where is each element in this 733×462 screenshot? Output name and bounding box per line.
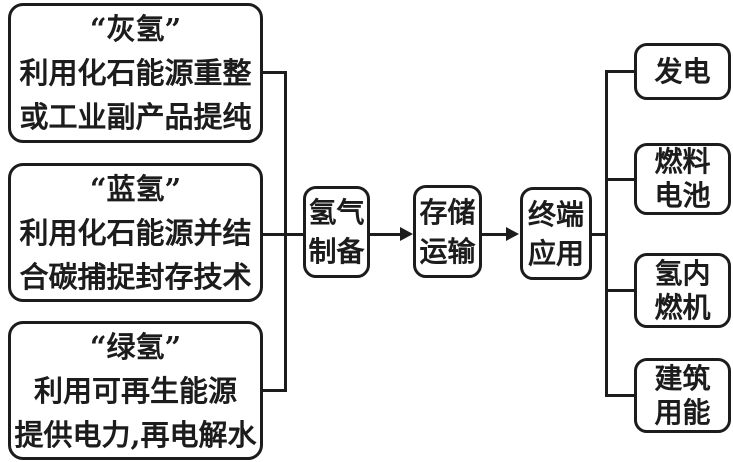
- hydrogen-production-line1: 氢气: [308, 196, 365, 229]
- arrow-production-storage-line: [368, 233, 402, 236]
- blue-hydrogen-line2: 利用化石能源并结: [19, 215, 252, 250]
- process-box-storage-transport: 存储 运输: [413, 185, 482, 278]
- building-energy-line2: 用能: [654, 395, 711, 429]
- arrow-production-storage-head: [400, 227, 413, 241]
- app-box-power-generation: 发电: [634, 43, 731, 100]
- grey-hydrogen-title: “灰氢”: [89, 12, 182, 46]
- hydrogen-production-line2: 制备: [308, 235, 365, 268]
- terminal-application-line2: 应用: [527, 236, 584, 270]
- process-box-terminal-application: 终端 应用: [520, 187, 592, 280]
- connector-power-stub: [605, 70, 636, 73]
- connector-green-stub: [261, 389, 287, 392]
- arrow-storage-terminal-line: [480, 233, 508, 236]
- app-box-hydrogen-combustion-engine: 氢内 燃机: [634, 253, 731, 328]
- blue-hydrogen-title: “蓝氢”: [89, 171, 182, 206]
- green-hydrogen-line2: 利用可再生能源: [33, 373, 237, 408]
- fuel-cell-line2: 电池: [654, 179, 711, 212]
- process-box-hydrogen-production: 氢气 制备: [303, 186, 370, 278]
- terminal-application-line1: 终端: [527, 197, 584, 231]
- power-generation-label: 发电: [654, 54, 711, 88]
- source-box-green-hydrogen: “绿氢” 利用可再生能源 提供电力,再电解水: [8, 321, 263, 460]
- storage-transport-line2: 运输: [419, 234, 476, 268]
- source-box-blue-hydrogen: “蓝氢” 利用化石能源并结 合碳捕捉封存技术: [8, 163, 263, 302]
- arrow-storage-terminal-head: [506, 227, 519, 241]
- connector-building-stub: [605, 394, 636, 397]
- connector-fuelcell-stub: [605, 178, 636, 181]
- app-box-fuel-cell: 燃料 电池: [634, 143, 731, 215]
- hydrogen-ice-line1: 氢内: [654, 256, 711, 290]
- connector-ice-stub: [605, 289, 636, 292]
- grey-hydrogen-line2: 利用化石能源重整: [19, 56, 252, 90]
- source-box-grey-hydrogen: “灰氢” 利用化石能源重整 或工业副产品提纯: [8, 3, 263, 143]
- connector-left-vertical: [284, 71, 287, 392]
- connector-right-vertical: [605, 70, 608, 397]
- blue-hydrogen-line3: 合碳捕捉封存技术: [19, 259, 252, 294]
- fuel-cell-line1: 燃料: [654, 145, 711, 178]
- storage-transport-line1: 存储: [419, 195, 476, 229]
- app-box-building-energy: 建筑 用能: [634, 358, 731, 433]
- connector-blue-to-production: [261, 233, 305, 236]
- grey-hydrogen-line3: 或工业副产品提纯: [19, 100, 252, 134]
- building-energy-line1: 建筑: [654, 361, 711, 395]
- connector-terminal-stub: [589, 233, 608, 236]
- connector-grey-stub: [261, 71, 287, 74]
- green-hydrogen-line3: 提供电力,再电解水: [14, 417, 257, 452]
- hydrogen-ice-line2: 燃机: [654, 290, 711, 324]
- green-hydrogen-title: “绿氢”: [89, 329, 182, 364]
